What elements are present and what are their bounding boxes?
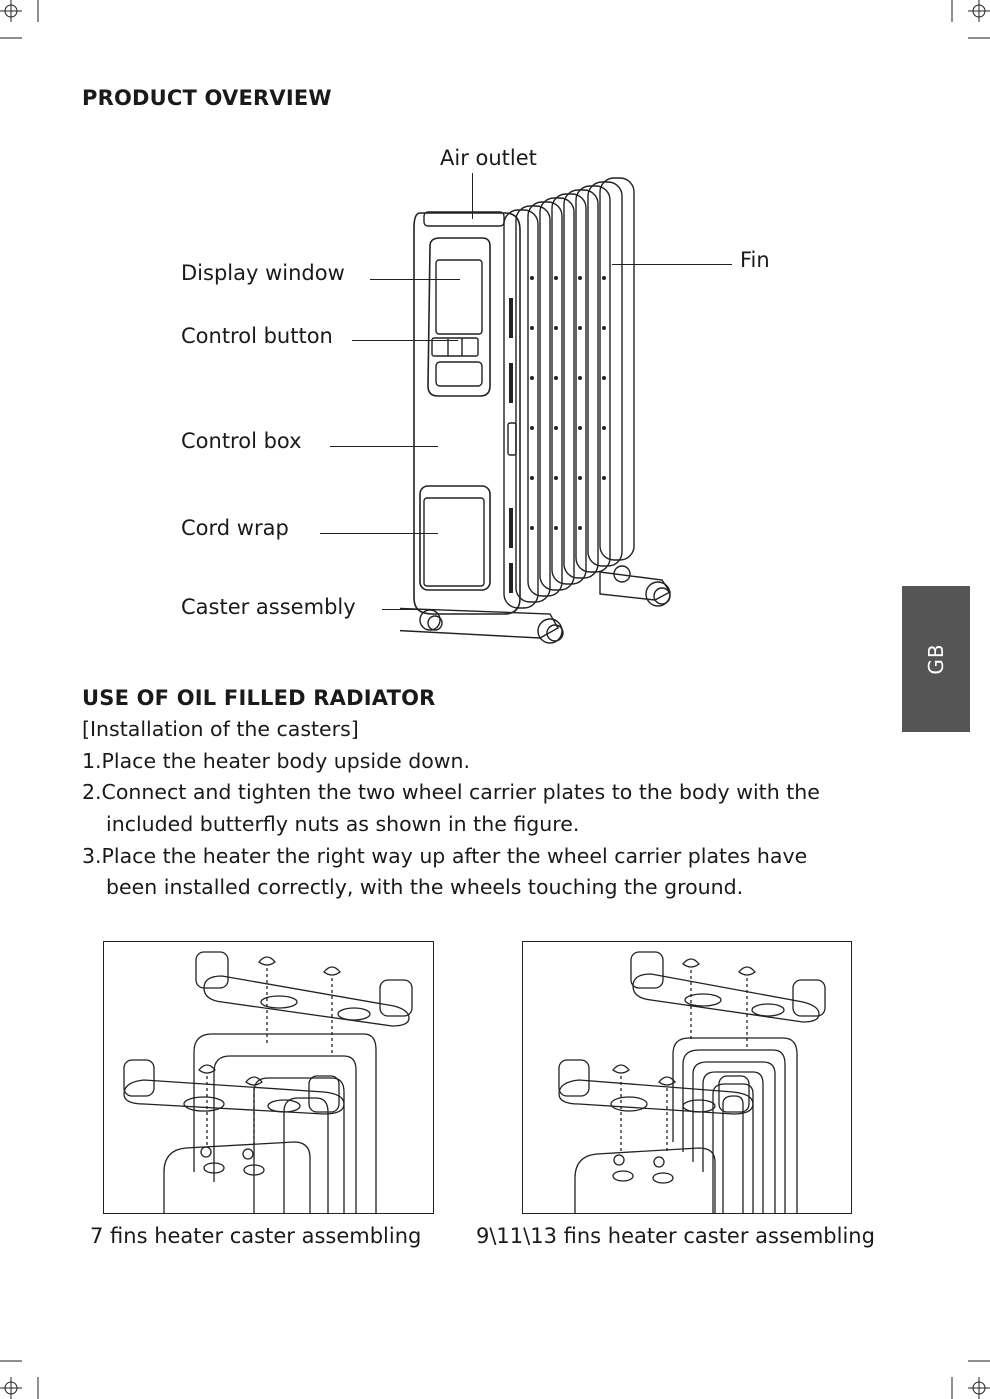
label-control-button: Control button (181, 324, 333, 348)
heater-illustration (400, 177, 672, 644)
leader-control-button (352, 340, 458, 342)
product-overview-heading: PRODUCT OVERVIEW (82, 86, 332, 110)
caption-7-fins: 7 fins heater caster assembling (90, 1224, 422, 1248)
label-fin: Fin (740, 248, 770, 272)
caption-9-11-13-fins: 9\11\13 fins heater caster assembling (476, 1224, 875, 1248)
usage-heading: USE OF OIL FILLED RADIATOR (82, 686, 436, 710)
leader-cord-wrap (320, 533, 438, 535)
step-1: 1.Place the heater body upside down. (82, 749, 471, 773)
leader-caster-assembly (382, 609, 434, 611)
label-air-outlet: Air outlet (440, 146, 537, 170)
label-display-window: Display window (181, 261, 345, 285)
caster-assembly-drawing-7 (123, 951, 413, 1213)
label-caster-assembly: Caster assembly (181, 595, 356, 619)
figure-9-11-13-fins (522, 941, 852, 1214)
label-cord-wrap: Cord wrap (181, 516, 289, 540)
step-2: 2.Connect and tighten the two wheel carr… (82, 780, 820, 804)
usage-subtitle: [Installation of the casters] (82, 717, 359, 741)
language-tab: GB (902, 586, 970, 732)
leader-air-outlet (472, 173, 474, 219)
step-2-cont: included butterfly nuts as shown in the … (106, 812, 580, 836)
step-3-cont: been installed correctly, with the wheel… (106, 875, 744, 899)
caster-assembly-drawing-9-11-13 (558, 951, 826, 1213)
fins (503, 177, 635, 609)
leader-fin (612, 264, 732, 266)
language-tab-label: GB (924, 643, 948, 675)
leader-display-window (370, 279, 460, 281)
leader-control-box (330, 446, 438, 448)
casters (400, 565, 672, 644)
label-control-box: Control box (181, 429, 302, 453)
step-3: 3.Place the heater the right way up afte… (82, 844, 808, 868)
figure-7-fins (103, 941, 434, 1214)
